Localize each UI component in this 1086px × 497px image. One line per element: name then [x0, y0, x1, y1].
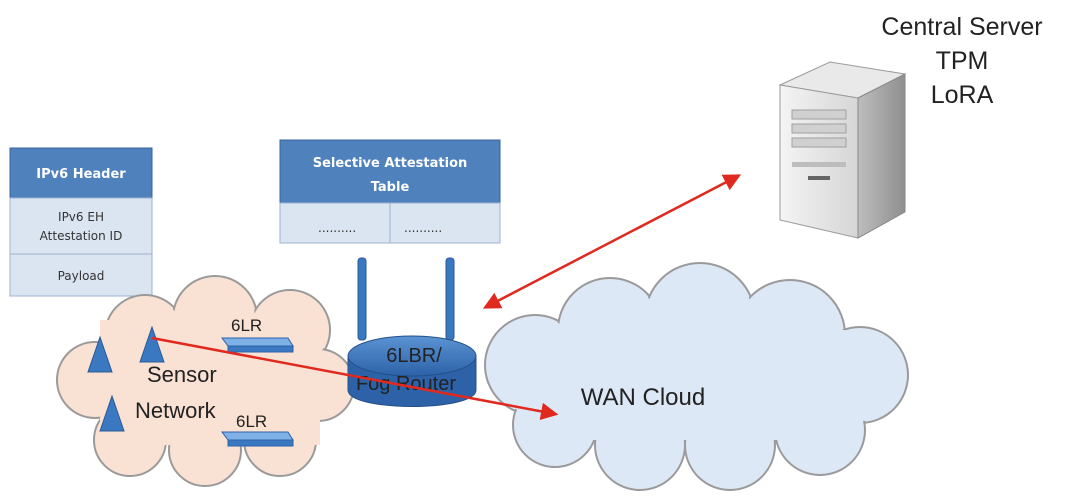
- payload-box: [9, 253, 153, 297]
- relay-device-icon: [221, 431, 294, 447]
- fog-router-label-line-1: 6LBR/: [386, 345, 442, 367]
- wan-cloud-label: WAN Cloud: [581, 384, 705, 411]
- relay-label-1: 6LR: [231, 316, 262, 335]
- fog-router-icon: [347, 257, 477, 407]
- ipv6-packet-stack: IPv6 Header IPv6 EH Attestation ID Paylo…: [9, 147, 153, 297]
- sensor-network-label-line-2: Network: [135, 398, 217, 423]
- payload-text: Payload: [58, 269, 105, 283]
- attestation-cell: [389, 202, 501, 244]
- ipv6-eh-line-1: IPv6 EH: [58, 210, 104, 224]
- sensor-network-label-line-1: Sensor: [147, 362, 217, 387]
- ipv6-header-text: IPv6 Header: [36, 167, 126, 182]
- server-line-3: LoRA: [931, 81, 994, 109]
- ipv6-eh-box: [9, 197, 153, 255]
- server-line-2: TPM: [936, 47, 989, 75]
- selective-attestation-table: Selective Attestation Table .......... .…: [279, 139, 501, 244]
- attestation-table-header: [279, 139, 501, 204]
- attestation-title-line-2: Table: [371, 180, 410, 195]
- ipv6-header-box: [9, 147, 153, 199]
- relay-label-2: 6LR: [236, 412, 267, 431]
- sensor-node-icon: [99, 394, 125, 432]
- attestation-title-line-1: Selective Attestation: [313, 156, 468, 171]
- attestation-cell: [279, 202, 391, 244]
- server-tower-icon: [778, 61, 907, 239]
- sensor-node-icon: [87, 335, 113, 373]
- wan-cloud: WAN Cloud: [484, 262, 909, 491]
- relay-device-icon: [221, 337, 294, 353]
- ipv6-eh-line-2: Attestation ID: [40, 229, 123, 243]
- sensor-to-wan-arrow: [151, 336, 559, 421]
- sensor-node-icon: [139, 325, 165, 363]
- server-line-1: Central Server: [881, 13, 1042, 41]
- attestation-cell-text-1: ..........: [318, 221, 356, 235]
- attestation-cell-text-2: ..........: [404, 221, 442, 235]
- server-router-arrow: [482, 174, 742, 309]
- central-server-label: Central Server TPM LoRA: [881, 13, 1042, 109]
